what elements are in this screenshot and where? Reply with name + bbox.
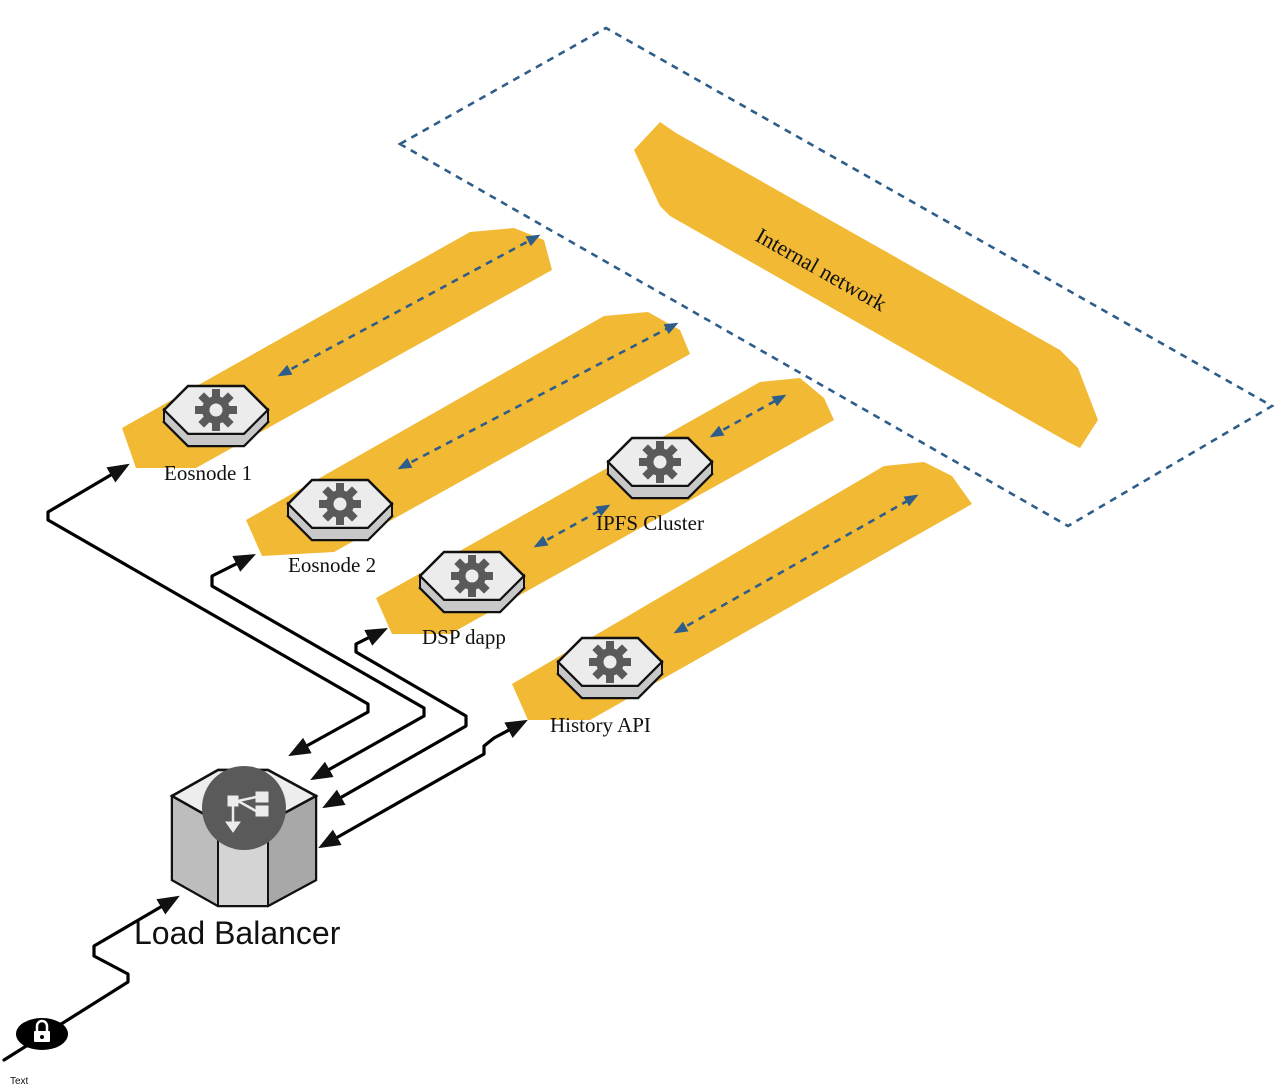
client-label: Text [10, 1076, 29, 1087]
server-ipfs-cluster[interactable] [606, 436, 714, 500]
internal-network-band: Internal network [634, 122, 1098, 448]
connector-client-lb [2, 895, 180, 1062]
gear-icon [556, 636, 664, 700]
label-history-api: History API [550, 713, 651, 737]
ipfs-internal-link [709, 394, 787, 438]
label-dsp-dapp: DSP dapp [422, 625, 506, 649]
connector-lb-dsp-dapp [322, 628, 468, 809]
gear-icon [606, 436, 714, 500]
load-balancer[interactable] [169, 766, 319, 908]
dsp-ipfs-link [533, 504, 611, 548]
label-eosnode-1: Eosnode 1 [164, 461, 252, 485]
history-api-internal-link [673, 494, 919, 634]
server-eosnode-2[interactable] [286, 478, 394, 542]
gear-icon [162, 384, 270, 448]
label-ipfs-cluster: IPFS Cluster [596, 511, 704, 535]
load-balancer-label: Load Balancer [134, 915, 341, 951]
label-eosnode-2: Eosnode 2 [288, 553, 376, 577]
gear-icon [286, 478, 394, 542]
server-eosnode-1[interactable] [162, 384, 270, 448]
network-hub-icon [202, 766, 286, 850]
server-dsp-dapp[interactable] [418, 550, 526, 614]
connector-lb-history-api [318, 719, 528, 849]
internal-network-boundary [397, 26, 1275, 528]
client-device[interactable] [16, 1018, 68, 1050]
eosnode-1-internal-link [277, 234, 541, 377]
server-history-api[interactable] [556, 636, 664, 700]
gear-icon [418, 550, 526, 614]
